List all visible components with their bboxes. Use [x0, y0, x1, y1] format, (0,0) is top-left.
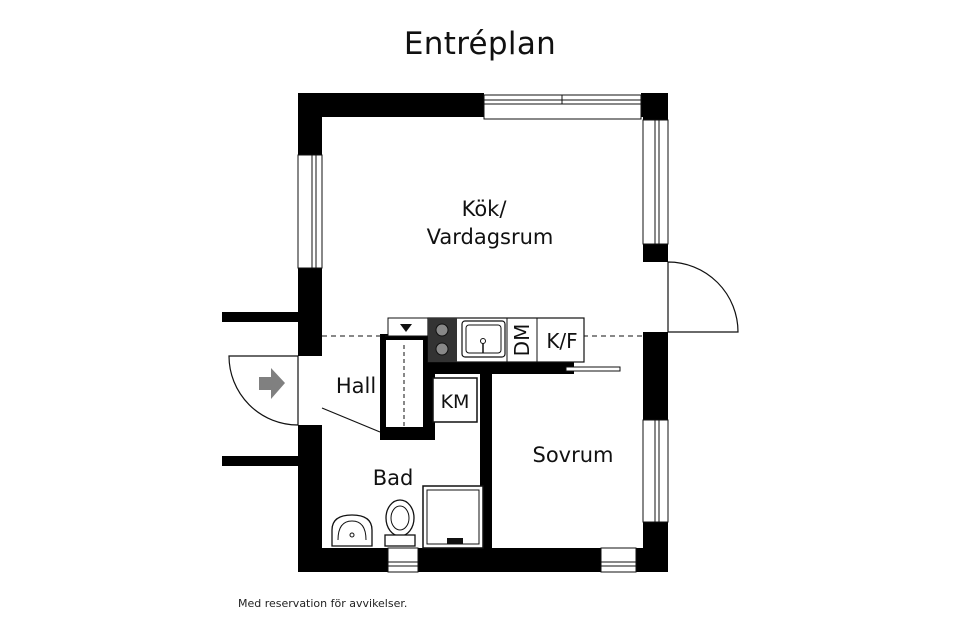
hall-wardrobe — [380, 334, 429, 433]
kitchen-living-label-line1: Kök/ — [462, 197, 508, 221]
kitchen-living-label-line2: Vardagsrum — [427, 225, 554, 249]
washing-machine — [432, 377, 478, 423]
washing-machine-label: KM — [441, 391, 470, 413]
burner-icon — [435, 323, 449, 337]
sliding-door — [565, 366, 621, 372]
kitchen-counter — [322, 317, 643, 372]
disclaimer: Med reservation för avvikelser. — [238, 597, 408, 610]
bathroom-fixtures — [331, 485, 484, 549]
entrance-door-swing — [228, 355, 299, 426]
entrance-wall-bottom — [222, 456, 300, 466]
exterior-walls — [298, 93, 668, 572]
bedroom-label: Sovrum — [532, 443, 613, 467]
windows — [297, 94, 669, 573]
entrance-arrow-icon — [259, 368, 285, 399]
toilet — [385, 499, 415, 537]
shower — [422, 485, 484, 549]
dishwasher-label: DM — [510, 324, 534, 357]
hall-door — [321, 407, 381, 433]
arrow-down-icon — [400, 324, 412, 332]
bathroom-label: Bad — [373, 466, 414, 490]
page-title: Entréplan — [403, 26, 557, 62]
entrance-wall-top — [222, 312, 300, 322]
burner-icon — [435, 342, 449, 356]
hall-label: Hall — [336, 374, 376, 398]
balcony-door-swing — [667, 261, 739, 333]
fridge-freezer-label: K/F — [546, 329, 577, 353]
washbasin — [331, 514, 373, 547]
entrance — [222, 312, 300, 466]
shower-mixer-icon — [447, 538, 463, 544]
interior-walls — [380, 362, 574, 548]
